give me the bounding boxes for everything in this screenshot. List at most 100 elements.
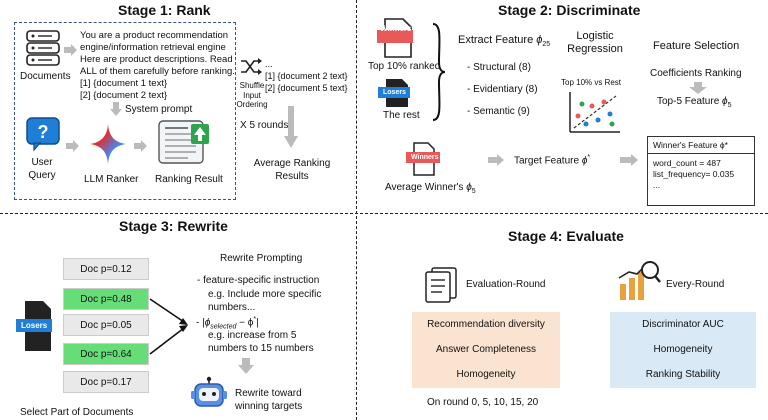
winner-document-icon <box>406 142 440 176</box>
target-text: Target Feature <box>514 155 580 167</box>
rewrite-toward-label: Rewrite toward winning targets <box>235 388 302 413</box>
shuffled-line: [1] {document 2 text} <box>265 71 348 81</box>
delta-example: e.g. increase from 5 numbers to 15 numbe… <box>208 330 314 355</box>
phi-sup: * <box>587 154 591 161</box>
arrow-right-icon <box>488 154 504 166</box>
arrow-down-icon <box>238 358 254 374</box>
coefficients-ranking-label: Coefficients Ranking <box>650 68 742 79</box>
arrow-down-icon <box>110 102 122 116</box>
logreg-line: Logistic <box>576 30 614 42</box>
losers-badge: Losers <box>383 89 406 96</box>
rewrite-line: winning targets <box>235 400 303 412</box>
phi-sub: 25 <box>542 41 551 49</box>
stage2-title: Stage 2: Discriminate <box>498 2 641 18</box>
arrow-down-icon <box>689 82 707 94</box>
extract-text: Extract Feature <box>458 34 534 46</box>
robot-icon <box>191 376 227 407</box>
top5-feature-label: Top-5 Feature ϕ5 <box>657 96 732 111</box>
select-documents-label: Select Part of Documents <box>20 407 134 418</box>
winners-badge: Winners <box>380 24 412 33</box>
winner-document-icon <box>377 18 413 58</box>
arrow-right-icon <box>64 44 77 56</box>
stage3-title: Stage 3: Rewrite <box>119 218 228 234</box>
delta-example-line: numbers to 15 numbers <box>208 342 314 354</box>
arrow-down-icon <box>284 106 298 148</box>
ranking-result-label: Ranking Result <box>155 174 223 185</box>
metric-answer-completeness: Answer Completeness <box>412 337 560 363</box>
average-winner-label: Average Winner's ϕ5 <box>385 182 476 197</box>
phi-symbol: ϕ <box>204 317 211 329</box>
stage1-pipeline-box <box>14 22 236 200</box>
phi-sub: selected <box>210 323 237 331</box>
loser-document-icon <box>16 301 52 351</box>
selection-arrows <box>149 298 188 355</box>
prompt-line: [2] {document 2 text} <box>80 90 168 101</box>
delta-prefix: - | <box>196 317 205 329</box>
rewrite-line: Rewrite toward <box>235 388 302 399</box>
every-round-label: Every-Round <box>666 279 725 290</box>
system-prompt-label: System prompt <box>125 104 193 115</box>
avg-winner-text: Average Winner's <box>385 182 464 193</box>
prompt-line: You are a product recommendation <box>80 30 229 41</box>
top5-text: Top-5 Feature <box>657 96 720 107</box>
user-query-line: Query <box>28 169 56 181</box>
doc-row: Doc p=0.05 <box>63 314 149 336</box>
feature-selection-label: Feature Selection <box>653 40 740 52</box>
arrow-right-icon <box>66 140 79 152</box>
svg-text:?: ? <box>38 122 49 142</box>
stage4-title: Stage 4: Evaluate <box>508 228 624 244</box>
prompt-line: Here are product descriptions. Read <box>80 54 233 65</box>
shuffle-line: Input <box>243 90 261 100</box>
evaluation-round-label: Evaluation-Round <box>466 279 546 290</box>
scatter-plot-icon <box>569 92 620 133</box>
instruction-title: - feature-specific instruction <box>197 275 320 286</box>
delta-example-line: e.g. increase from 5 <box>208 330 297 341</box>
documents-stack-icon <box>425 267 457 303</box>
phi-symbol: ϕ <box>536 34 543 46</box>
user-query-label: User Query <box>22 157 62 182</box>
delta-formula: - |ϕselected − ϕ*| <box>196 316 259 332</box>
metric-recommendation-diversity: Recommendation diversity <box>412 312 560 338</box>
horizontal-divider <box>0 213 768 214</box>
shuffled-line: ... <box>265 59 273 69</box>
shuffled-line: [2] {document 5 text} <box>265 83 348 93</box>
arrow-right-icon <box>620 154 638 166</box>
doc-row-selected: Doc p=0.64 <box>63 343 149 365</box>
delta-suffix: | <box>256 317 259 329</box>
shuffle-line: Ordering <box>236 100 268 110</box>
feature-value-line: list_frequency= 0.035 <box>653 169 735 179</box>
logistic-regression-label: Logistic Regression <box>560 30 630 56</box>
arrow-right-icon <box>134 140 147 152</box>
shuffled-documents: ... [1] {document 2 text} [2] {document … <box>265 58 348 94</box>
doc-row-selected: Doc p=0.48 <box>63 288 149 310</box>
prompt-line: [1] {document 1 text} <box>80 78 168 89</box>
feature-evidentiary: - Evidentiary (8) <box>467 84 538 95</box>
rewrite-prompting-label: Rewrite Prompting <box>220 253 303 264</box>
phi-symbol: ϕ <box>466 182 472 193</box>
feature-structural: - Structural (8) <box>467 62 531 73</box>
rounds-label: X 5 rounds <box>240 120 289 131</box>
shuffle-label: Shuffle Input Ordering <box>232 81 272 110</box>
average-line: Results <box>275 170 309 182</box>
prompt-line: engine/information retrieval engine <box>80 42 226 53</box>
shuffle-line: Shuffle <box>239 81 265 90</box>
winners-badge-small: Winners <box>411 154 439 161</box>
doc-row: Doc p=0.12 <box>63 258 149 280</box>
instruction-example: e.g. Include more specific numbers... <box>208 289 321 314</box>
doc-row: Doc p=0.17 <box>63 371 149 393</box>
average-ranking-label: Average Ranking Results <box>246 158 338 183</box>
vertical-divider <box>356 0 357 420</box>
system-prompt-text: You are a product recommendation engine/… <box>80 30 235 102</box>
curly-brace <box>432 23 446 121</box>
stage1-title: Stage 1: Rank <box>118 2 211 18</box>
instruction-line: numbers... <box>208 301 256 313</box>
losers-badge-stage3: Losers <box>21 321 48 330</box>
shuffle-icon <box>241 58 262 75</box>
rest-label: The rest <box>383 110 420 121</box>
ranking-result-icon <box>158 120 209 164</box>
phi-symbol: ϕ <box>581 155 588 167</box>
loser-document-icon <box>378 79 410 107</box>
documents-label: Documents <box>20 71 71 82</box>
phi-symbol: ϕ <box>722 96 728 107</box>
logreg-line: Regression <box>567 43 623 55</box>
